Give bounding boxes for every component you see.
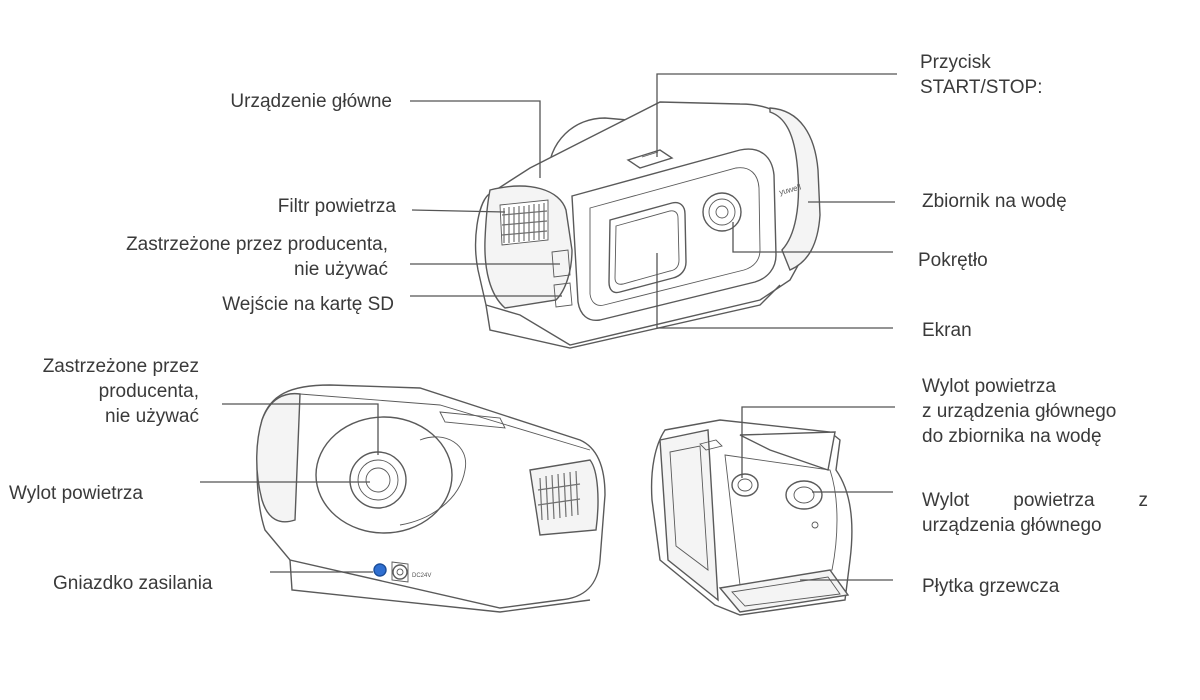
label-main-unit: Urządzenie główne — [230, 89, 392, 114]
leader-outlet-to-tank — [741, 406, 895, 478]
label-reserved-bottom-line2: producenta, — [98, 381, 199, 402]
label-power-socket-text: Gniazdko zasilania — [53, 573, 213, 594]
label-outlet-main-word2: powietrza — [1013, 490, 1095, 511]
label-air-filter-text: Filtr powietrza — [277, 196, 396, 217]
label-main-unit-text: Urządzenie główne — [230, 91, 392, 112]
dc-voltage-mark: DC24V — [412, 573, 431, 579]
label-outlet-main-line1: Wylot powietrza z — [922, 488, 1148, 513]
leader-reserved-bottom — [222, 403, 379, 455]
label-outlet-to-tank-line3: do zbiornika na wodę — [922, 426, 1102, 447]
label-start-stop-line1: Przycisk — [920, 52, 991, 73]
label-screen-text: Ekran — [922, 320, 972, 341]
label-outlet-to-tank-line1: Wylot powietrza — [922, 376, 1056, 397]
label-power-socket: Gniazdko zasilania — [53, 571, 212, 596]
label-heater-plate-text: Płytka grzewcza — [922, 576, 1060, 597]
device-rear-view — [256, 384, 606, 613]
label-knob-text: Pokrętło — [918, 250, 988, 271]
label-outlet-main: Wylot powietrza z urządzenia głównego — [922, 488, 1148, 538]
label-sd-slot-text: Wejście na kartę SD — [222, 294, 394, 315]
label-outlet-to-tank: Wylot powietrza z urządzenia głównego do… — [922, 374, 1116, 449]
label-reserved-top-line2: nie używać — [294, 259, 388, 280]
label-reserved-bottom: Zastrzeżone przez producenta, nie używać — [43, 354, 199, 429]
leader-main-unit — [410, 100, 541, 178]
label-sd-slot: Wejście na kartę SD — [222, 292, 394, 317]
leader-air-filter — [411, 209, 506, 213]
device-front-view — [474, 101, 821, 349]
label-reserved-top: Zastrzeżone przez producenta, nie używać — [126, 232, 388, 282]
label-reserved-bottom-line3: nie używać — [105, 406, 199, 427]
label-outlet-main-line2: urządzenia głównego — [922, 515, 1102, 536]
label-outlet-main-word1: Wylot — [922, 490, 970, 511]
label-screen: Ekran — [922, 318, 972, 343]
label-knob: Pokrętło — [918, 248, 988, 273]
label-outlet-main-word3: z — [1138, 490, 1148, 511]
leader-start-stop — [656, 73, 897, 157]
leader-screen — [656, 253, 893, 329]
device-tank-view — [650, 419, 853, 616]
label-air-outlet-text: Wylot powietrza — [9, 483, 143, 504]
label-heater-plate: Płytka grzewcza — [922, 574, 1059, 599]
label-start-stop: Przycisk START/STOP: — [920, 50, 1042, 100]
label-reserved-bottom-line1: Zastrzeżone przez — [42, 356, 199, 377]
label-water-tank-text: Zbiornik na wodę — [922, 191, 1067, 212]
label-reserved-top-line1: Zastrzeżone przez producenta, — [126, 234, 388, 255]
leader-knob — [732, 222, 893, 253]
label-air-filter: Filtr powietrza — [278, 194, 396, 219]
label-air-outlet: Wylot powietrza — [9, 481, 143, 506]
label-water-tank: Zbiornik na wodę — [922, 189, 1067, 214]
label-outlet-to-tank-line2: z urządzenia głównego — [922, 401, 1117, 422]
label-start-stop-line2: START/STOP: — [920, 77, 1043, 98]
